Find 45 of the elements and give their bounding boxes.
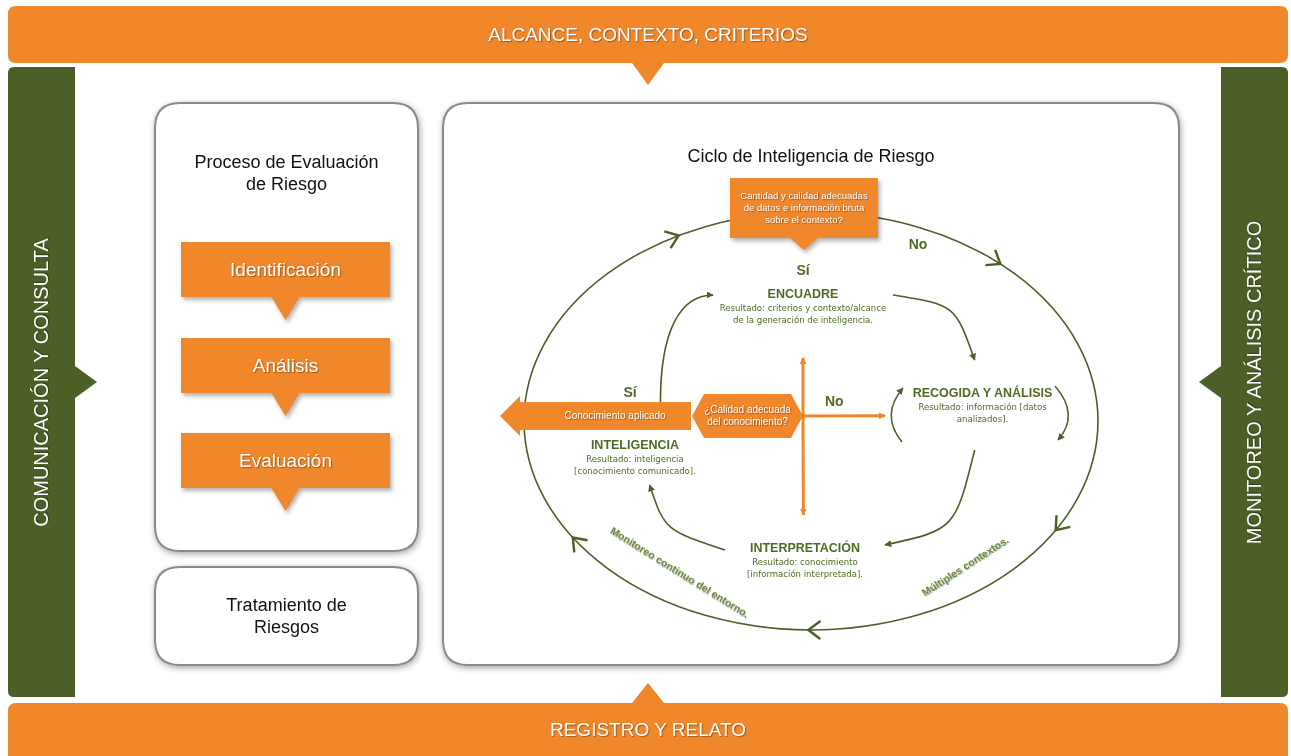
stage-result: Resultado: conocimiento [información interpretada].	[746, 556, 864, 580]
output-arrow	[500, 396, 691, 436]
step-label: Análisis	[252, 353, 319, 378]
arrow	[803, 412, 886, 420]
band-label: MONITOREO Y ANÁLISIS CRÍTICO	[1242, 220, 1266, 544]
band-label: REGISTRO Y RELATO	[549, 717, 746, 742]
cycle-panel	[443, 103, 1179, 665]
footer-band	[8, 683, 1288, 756]
answer-label: No	[908, 236, 928, 252]
stage-result: Resultado: inteligencia [conocimiento comunicado].	[573, 453, 697, 477]
stage-title: RECOGIDA Y ANÁLISIS	[912, 385, 1053, 401]
process-panel	[155, 103, 418, 551]
stage-title: INTELIGENCIA	[590, 437, 680, 453]
panel-title: Tratamiento de Riesgos	[225, 593, 348, 639]
arrow	[799, 416, 807, 516]
stage-result: Resultado: información [datos analizados].	[917, 401, 1048, 425]
answer-label: Sí	[796, 262, 810, 278]
arrow	[892, 294, 976, 361]
edge-label: No	[823, 393, 846, 409]
treatment-panel	[155, 567, 418, 665]
arrow	[884, 449, 976, 547]
panel-title: Ciclo de Inteligencia de Riesgo	[687, 144, 935, 168]
arrow	[799, 357, 807, 416]
question-text: ¿Calidad adecuada del conocimiento?	[703, 403, 792, 429]
step-callout	[181, 433, 390, 511]
stage-title: ENCUADRE	[767, 286, 839, 302]
arrow	[648, 484, 726, 551]
band-label: COMUNICACIÓN Y CONSULTA	[29, 237, 53, 527]
question-callout	[730, 178, 878, 250]
answer-label: Sí	[623, 384, 637, 400]
arrow-label: Conocimiento aplicado	[564, 409, 666, 423]
header-band	[8, 6, 1288, 85]
side-band	[1199, 67, 1288, 697]
step-label: Evaluación	[239, 448, 332, 473]
stage-title: INTERPRETACIÓN	[749, 540, 861, 556]
side-band	[8, 67, 97, 697]
panel-title: Proceso de Evaluación de Riesgo	[193, 150, 380, 196]
stage-result: Resultado: criterios y contexto/alcance de la generación de inteligencia.	[718, 302, 888, 326]
arrow	[659, 292, 714, 403]
band-label: ALCANCE, CONTEXTO, CRITERIOS	[488, 22, 808, 47]
decision-hexagon	[692, 394, 803, 438]
step-callout	[181, 338, 390, 416]
question-text: Cantidad y calidad adecuadas de datos e información bruta sobre el contexto?	[739, 190, 869, 226]
step-label: Identificación	[230, 257, 341, 282]
step-callout	[181, 242, 390, 320]
